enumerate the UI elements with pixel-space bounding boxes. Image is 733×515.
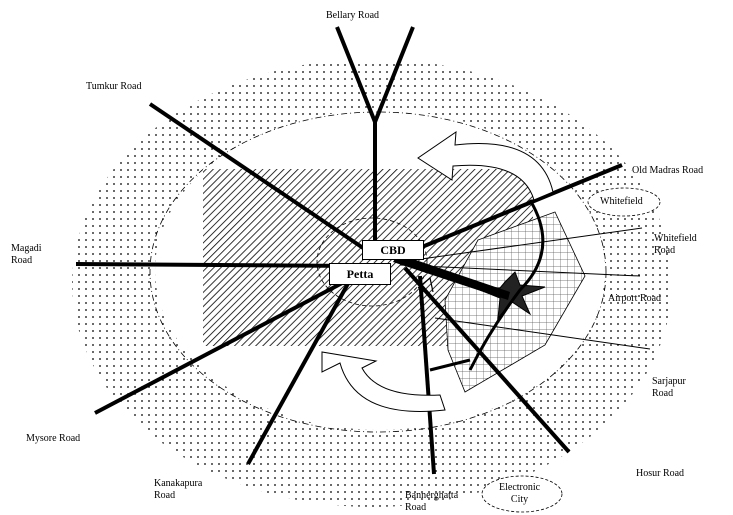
magadi-road-line: [75, 262, 361, 268]
mysore-road-line: [94, 268, 368, 415]
hosur-road-label: Hosur Road: [636, 468, 685, 479]
sarjapur-road-label: Sarjapur Road: [652, 376, 686, 399]
bellary-road-label: Bellary Road: [326, 10, 380, 21]
cbd-box: CBD: [362, 240, 424, 260]
centre-arrow: [417, 276, 434, 293]
bannerghatta-spur: [429, 358, 471, 372]
old-madras-road-line: [394, 163, 623, 260]
kanakapura-road-label: Kanakapura Road: [154, 478, 203, 501]
radial-roads: [75, 26, 651, 475]
whitefield-road-line: [399, 227, 643, 263]
eastern-arterial: [468, 199, 545, 371]
petta-box: Petta: [329, 263, 391, 285]
bannerghatta-road-label: Bannerghatta Road: [405, 490, 459, 513]
whitefield-area-outline: [587, 187, 661, 217]
south-arrow: [321, 351, 446, 412]
whitefield-area-label: Whitefield: [600, 196, 643, 207]
electronic-city-area-label: Electronic City: [499, 482, 541, 505]
bannerghatta-road-line: [418, 275, 436, 475]
old-madras-road-label: Old Madras Road: [632, 165, 704, 176]
hosur-road-line: [403, 266, 571, 454]
sarjapur-road-line: [434, 317, 651, 350]
outer-ring-road: [149, 111, 607, 433]
electronic-city-area-outline: [481, 475, 563, 513]
north-east-arrow: [417, 130, 554, 201]
tumkur-road-label: Tumkur Road: [86, 81, 142, 92]
kanakapura-road-line: [246, 279, 352, 465]
mysore-road-label: Mysore Road: [26, 433, 81, 444]
airport-road-line: [399, 264, 641, 277]
whitefield-road-label: Whitefield Road: [654, 233, 697, 256]
magadi-road-label: Magadi Road: [11, 243, 42, 266]
inner-ring-road: [316, 217, 428, 307]
tumkur-road-line: [148, 102, 377, 258]
corridor-wedge: [393, 254, 510, 300]
airport-road-label: Airport Road: [608, 293, 662, 304]
bellary-road-line: [335, 26, 415, 250]
